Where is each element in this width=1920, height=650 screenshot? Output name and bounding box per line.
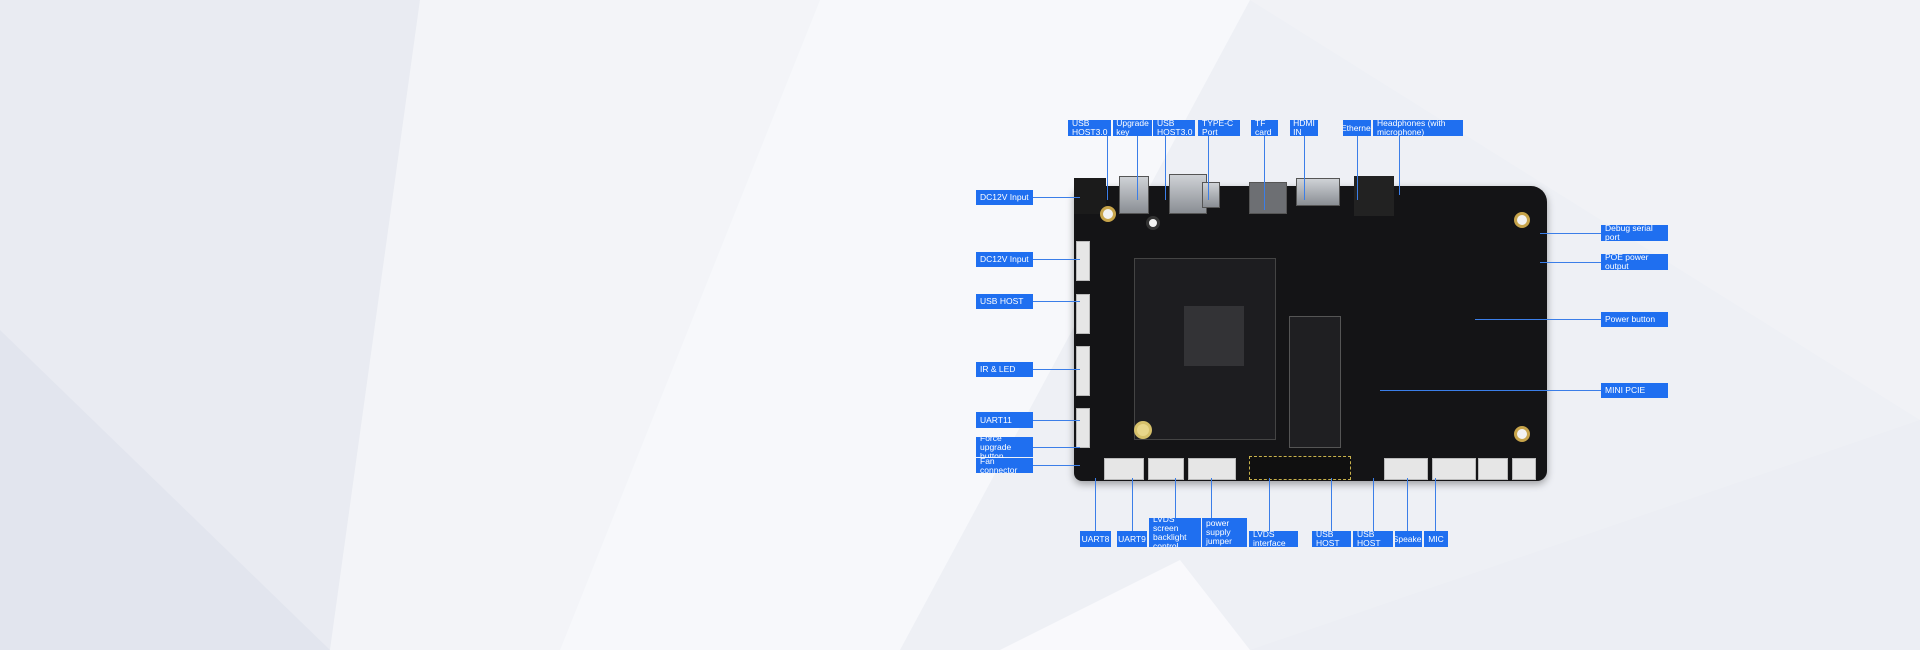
callout-label-hdmi-in: HDMI IN <box>1290 120 1318 136</box>
side-connector <box>1076 408 1090 448</box>
callout-line <box>1033 447 1080 448</box>
type-c-port <box>1202 182 1220 208</box>
callout-line <box>1208 136 1209 200</box>
side-connector <box>1076 241 1090 281</box>
callout-label-usb-host3-0: USB HOST3.0 <box>1068 120 1111 136</box>
callout-label-headphones-with-microphone: Headphones (with microphone) <box>1373 120 1463 136</box>
mounting-hole <box>1514 212 1530 228</box>
callout-label-mini-pcie: MINI PCIE <box>1601 383 1668 398</box>
callout-line <box>1407 478 1408 531</box>
callout-label-type-c-port: TYPE-C Port <box>1198 120 1240 136</box>
callout-label-uart9: UART9 <box>1117 531 1147 547</box>
bottom-connector <box>1104 458 1144 480</box>
bottom-connector <box>1384 458 1428 480</box>
callout-line <box>1132 478 1133 531</box>
side-connector <box>1076 346 1090 396</box>
callout-label-lvds-interface: LVDS interface <box>1249 531 1298 547</box>
bottom-connector <box>1188 458 1236 480</box>
callout-label-usb-host3-0: USB HOST3.0 <box>1153 120 1195 136</box>
callout-label-ir-led: IR & LED <box>976 362 1033 377</box>
bottom-connector <box>1148 458 1184 480</box>
callout-line <box>1211 478 1212 518</box>
callout-label-usb-host: USB HOST <box>1353 531 1393 547</box>
callout-label-fan-connector: Fan connector <box>976 458 1033 473</box>
callout-line <box>1033 369 1080 370</box>
capacitor <box>1134 421 1152 439</box>
mini-pcie-slot <box>1289 316 1341 448</box>
callout-line <box>1137 136 1138 200</box>
callout-label-power-button: Power button <box>1601 312 1668 327</box>
mounting-hole <box>1100 206 1116 222</box>
callout-line <box>1380 390 1601 391</box>
callout-label-poe-power-output: POE power output <box>1601 254 1668 270</box>
callout-line <box>1304 136 1305 200</box>
callout-line <box>1095 478 1096 531</box>
callout-label-tf-card: TF card <box>1251 120 1278 136</box>
callout-label-uart8: UART8 <box>1080 531 1111 547</box>
callout-line <box>1331 478 1332 531</box>
callout-line <box>1373 478 1374 531</box>
callout-line <box>1399 136 1400 195</box>
callout-line <box>1435 478 1436 531</box>
callout-line <box>1033 465 1080 466</box>
callout-line <box>1165 136 1166 200</box>
callout-line <box>1033 197 1080 198</box>
usb-port <box>1119 176 1149 214</box>
circuit-board-image <box>1074 174 1547 481</box>
callout-label-debug-serial-port: Debug serial port <box>1601 225 1668 241</box>
callout-line <box>1264 136 1265 210</box>
callout-label-screen-power-supply-jumper-cap: Screen power supply jumper cap <box>1202 518 1247 547</box>
callout-label-force-upgrade-button: Force upgrade button <box>976 437 1033 457</box>
callout-line <box>1540 233 1601 234</box>
dc-jack <box>1074 178 1106 214</box>
bottom-connector <box>1478 458 1508 480</box>
callout-label-ethernet: Ethernet <box>1343 120 1371 136</box>
usb-port <box>1169 174 1207 214</box>
callout-line <box>1357 136 1358 200</box>
callout-line <box>1269 478 1270 531</box>
callout-line <box>1033 301 1080 302</box>
callout-line <box>1033 420 1080 421</box>
callout-line <box>1107 136 1108 200</box>
mounting-hole <box>1514 426 1530 442</box>
soc-chip <box>1184 306 1244 366</box>
callout-label-uart11: UART11 <box>976 412 1033 428</box>
bottom-connector <box>1432 458 1476 480</box>
callout-label-lvds-screen-backlight-control: LVDS screen backlight control <box>1149 518 1201 547</box>
callout-line <box>1033 259 1080 260</box>
callout-label-usb-host: USB HOST <box>1312 531 1351 547</box>
lvds-header <box>1249 456 1351 480</box>
callout-label-dc12v-input: DC12V Input <box>976 190 1033 205</box>
callout-line <box>1175 478 1176 518</box>
callout-label-dc12v-input: DC12V Input <box>976 252 1033 267</box>
side-connector <box>1076 294 1090 334</box>
ethernet-port <box>1354 176 1394 216</box>
bottom-connector <box>1512 458 1536 480</box>
callout-line <box>1540 262 1601 263</box>
callout-label-upgrade-key: Upgrade key <box>1113 120 1152 136</box>
callout-line <box>1475 319 1601 320</box>
tf-slot <box>1249 182 1287 214</box>
callout-label-mic: MIC <box>1424 531 1448 547</box>
mounting-hole <box>1146 216 1160 230</box>
hdmi-port <box>1296 178 1340 206</box>
callout-label-usb-host: USB HOST <box>976 294 1033 309</box>
callout-label-speaker: Speaker <box>1395 531 1422 547</box>
